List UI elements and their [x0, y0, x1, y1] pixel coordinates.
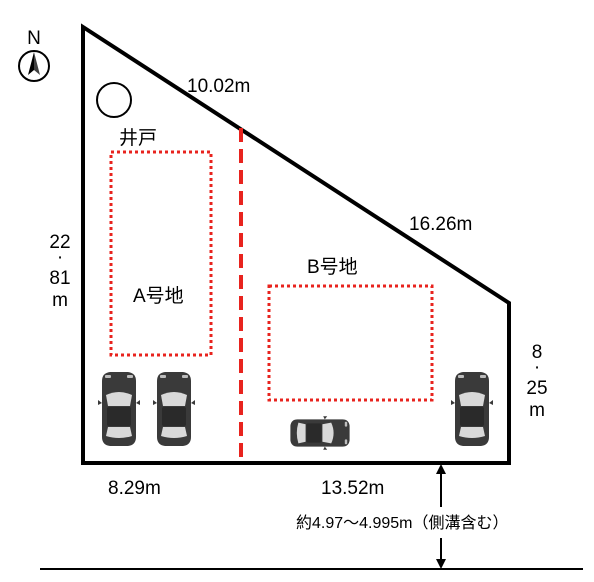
parked-car-icon — [153, 372, 195, 446]
dimension-top-right: 16.26m — [409, 214, 472, 235]
svg-text:81: 81 — [49, 268, 70, 289]
dimension-top-left: 10.02m — [187, 76, 250, 97]
parked-car-icon — [98, 372, 140, 446]
svg-text:m: m — [52, 290, 68, 311]
svg-text:8: 8 — [532, 342, 543, 363]
dimension-bottom-right: 13.52m — [321, 478, 384, 499]
dimension-bottom-left: 8.29m — [108, 478, 161, 499]
svg-text:m: m — [529, 400, 545, 421]
svg-text:25: 25 — [526, 378, 547, 399]
parked-car-icon — [290, 416, 350, 450]
site-boundary — [81, 23, 511, 465]
road-width-arrow-icon — [436, 464, 446, 569]
lot-b-area — [267, 284, 434, 402]
well-circle-icon — [96, 82, 132, 118]
dimension-left: 22 · 81 m — [49, 232, 70, 311]
parked-car-icon — [451, 372, 493, 446]
north-arrow-icon: N — [18, 28, 50, 82]
well-label: 井戸 — [119, 127, 157, 149]
road-width-label: 約4.97～4.995m（側溝含む） — [296, 514, 509, 532]
lot-a-label: A号地 — [133, 285, 184, 307]
svg-text:22: 22 — [49, 232, 70, 253]
svg-text:·: · — [57, 247, 63, 268]
lot-a-area — [109, 150, 213, 357]
lot-b-label: B号地 — [307, 256, 358, 278]
svg-text:·: · — [534, 357, 540, 378]
dimension-right: 8 · 25 m — [526, 342, 547, 421]
north-label: N — [27, 28, 41, 49]
